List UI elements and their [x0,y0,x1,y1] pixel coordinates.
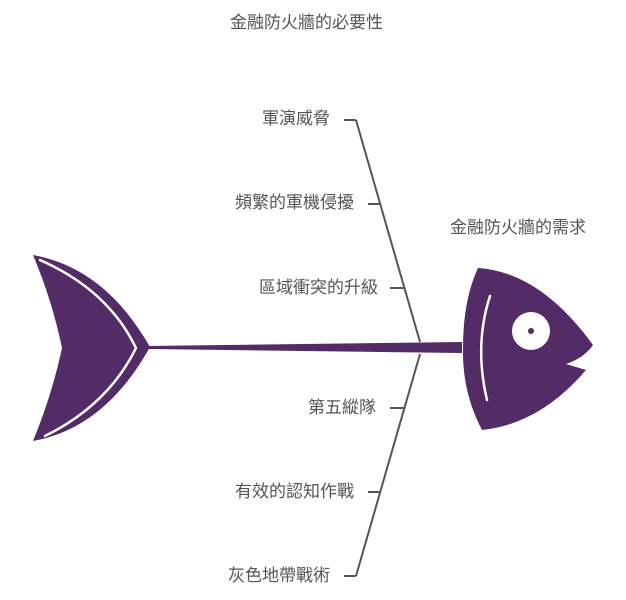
cause-label: 灰色地帶戰術 [228,566,330,586]
diagram-title: 金融防火牆的必要性 [230,13,383,33]
cause-label: 頻繁的軍機侵擾 [235,193,354,213]
cause-label: 軍演威脅 [262,109,330,129]
fish-tail-highlight [38,258,138,438]
fish-tail [33,255,150,441]
fish-bones [344,119,421,577]
cause-label: 有效的認知作戰 [235,482,354,502]
effect-label: 金融防火牆的需求 [450,218,586,238]
cause-label: 第五縱隊 [308,398,376,418]
fish-pupil [528,328,534,334]
fish-spine [148,342,462,353]
cause-label: 區域衝突的升級 [259,278,378,298]
fish-gill [479,294,492,402]
